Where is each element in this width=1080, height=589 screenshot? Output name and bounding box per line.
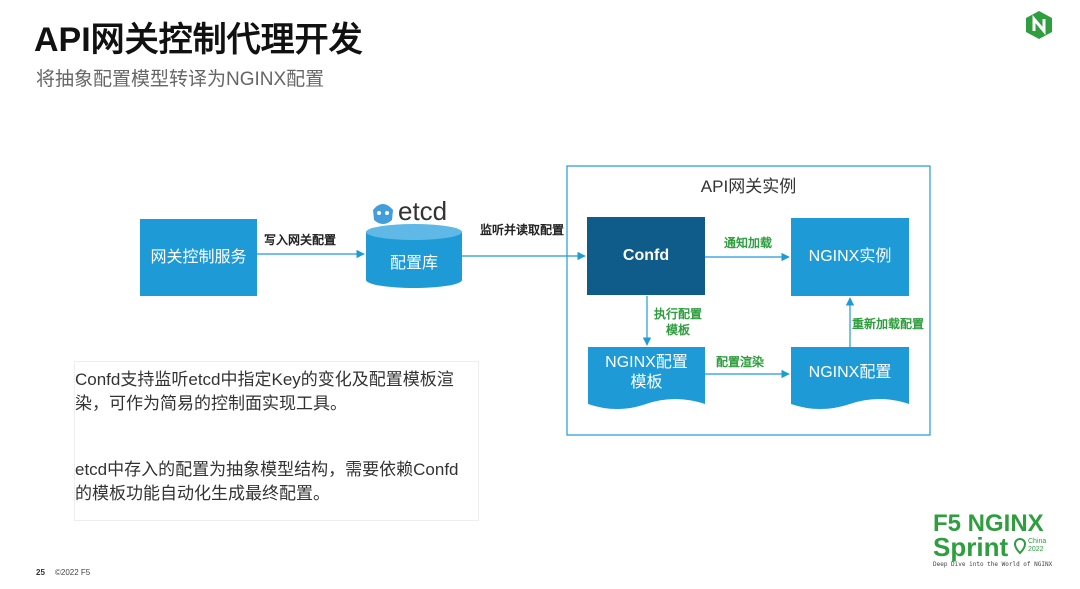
- notes-card: [74, 361, 479, 521]
- edge-label-render-config: 配置渲染: [716, 355, 765, 369]
- nginx-config-node: NGINX配置: [791, 347, 909, 399]
- confd-label: Confd: [622, 247, 670, 264]
- etcd-logo-text: etcd: [398, 196, 448, 226]
- nginx-template-shape: [588, 347, 705, 409]
- gateway-instance-frame: [566, 165, 931, 436]
- gateway-service-shape: [140, 219, 257, 296]
- copyright-text: ©2022 F5: [55, 568, 91, 577]
- nginx-instance-label: NGINX实例: [808, 248, 892, 265]
- brand-tagline: Deep Dive into the World of NGINX: [933, 561, 1053, 568]
- edge-label-reload-config: 重新加载配置: [852, 317, 925, 331]
- group-label: API网关实例: [700, 177, 797, 196]
- page-subtitle: 将抽象配置模型转译为NGINX配置: [36, 69, 325, 90]
- edge-label-notify-load: 通知加载: [724, 236, 773, 250]
- brand-location: China 2022: [1028, 538, 1046, 554]
- page-title: API网关控制代理开发: [34, 21, 363, 59]
- brand-year: 2022: [1028, 546, 1044, 553]
- config-store-node: 配置库: [366, 244, 462, 284]
- nginx-template-label: NGINX配置模板: [605, 354, 688, 391]
- note-text-2: etcd中存入的配置为抽象模型结构，需要依赖Confd的模板功能自动化生成最终配…: [75, 460, 459, 503]
- confd-shape: [587, 217, 705, 295]
- nginx-logo-icon: [1026, 11, 1052, 39]
- nginx-instance-node: NGINX实例: [791, 218, 909, 296]
- brand-line2: Sprint: [933, 532, 1009, 562]
- nginx-instance-shape: [791, 218, 909, 296]
- confd-node: Confd: [587, 217, 705, 295]
- etcd-logo-icon: [373, 204, 393, 224]
- edge-label-write-config: 写入网关配置: [264, 233, 337, 247]
- brand-line1: F5 NGINX: [933, 510, 1044, 537]
- gateway-service-label: 网关控制服务: [150, 248, 247, 266]
- edge-label-exec-template: 执行配置模板: [653, 307, 702, 337]
- location-pin-icon: [1014, 538, 1026, 554]
- nginx-config-label: NGINX配置: [808, 364, 892, 381]
- gateway-service-node: 网关控制服务: [140, 219, 257, 296]
- config-store-label: 配置库: [389, 255, 438, 272]
- page-number: 25: [36, 568, 45, 577]
- nginx-template-node: NGINX配置模板: [588, 347, 705, 399]
- brand-location-text: China: [1028, 538, 1047, 545]
- edge-label-watch-read: 监听并读取配置: [479, 223, 564, 237]
- note-text-1: Confd支持监听etcd中指定Key的变化及配置模板渲染，可作为简易的控制面实…: [75, 370, 454, 413]
- config-store-cylinder: [366, 224, 462, 288]
- nginx-config-shape: [791, 347, 909, 409]
